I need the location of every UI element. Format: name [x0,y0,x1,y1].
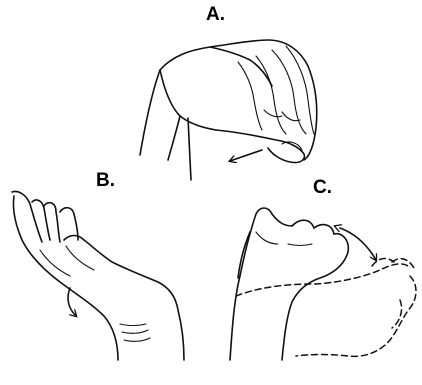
hand-c-fist-deviation-drawing [230,208,416,360]
hand-b-open-palm-drawing [12,192,184,361]
hand-a-fist-drawing [140,40,317,180]
